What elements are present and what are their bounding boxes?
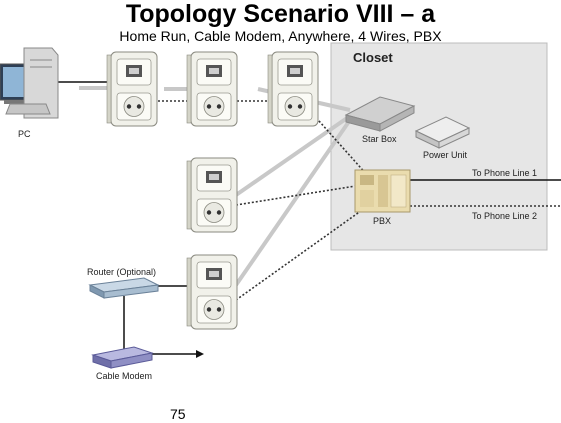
power-unit-icon (414, 116, 471, 149)
page-subtitle: Home Run, Cable Modem, Anywhere, 4 Wires… (119, 28, 442, 44)
router-icon (88, 277, 160, 299)
star-box-label: Star Box (362, 134, 397, 144)
cable-modem-label: Cable Modem (96, 371, 152, 381)
modem-arrow-icon (196, 350, 204, 358)
outlet-2 (186, 51, 238, 127)
pc-label: PC (18, 129, 31, 139)
router-label: Router (Optional) (87, 267, 156, 277)
closet-label: Closet (353, 50, 393, 65)
outlet-4 (186, 157, 238, 233)
pc-icon (0, 47, 59, 119)
outlet-1 (106, 51, 158, 127)
outlet-3 (267, 51, 319, 127)
pbx-label: PBX (373, 216, 391, 226)
cable-modem-icon (91, 346, 154, 369)
phone-line-2-label: To Phone Line 2 (472, 211, 537, 221)
outlet-5 (186, 254, 238, 330)
star-box-icon (344, 96, 416, 132)
phone-line-1-label: To Phone Line 1 (472, 168, 537, 178)
page-number: 75 (170, 406, 186, 422)
pbx-icon (354, 169, 411, 213)
power-unit-label: Power Unit (423, 150, 468, 160)
page-title: Topology Scenario VIII – a (125, 0, 436, 28)
